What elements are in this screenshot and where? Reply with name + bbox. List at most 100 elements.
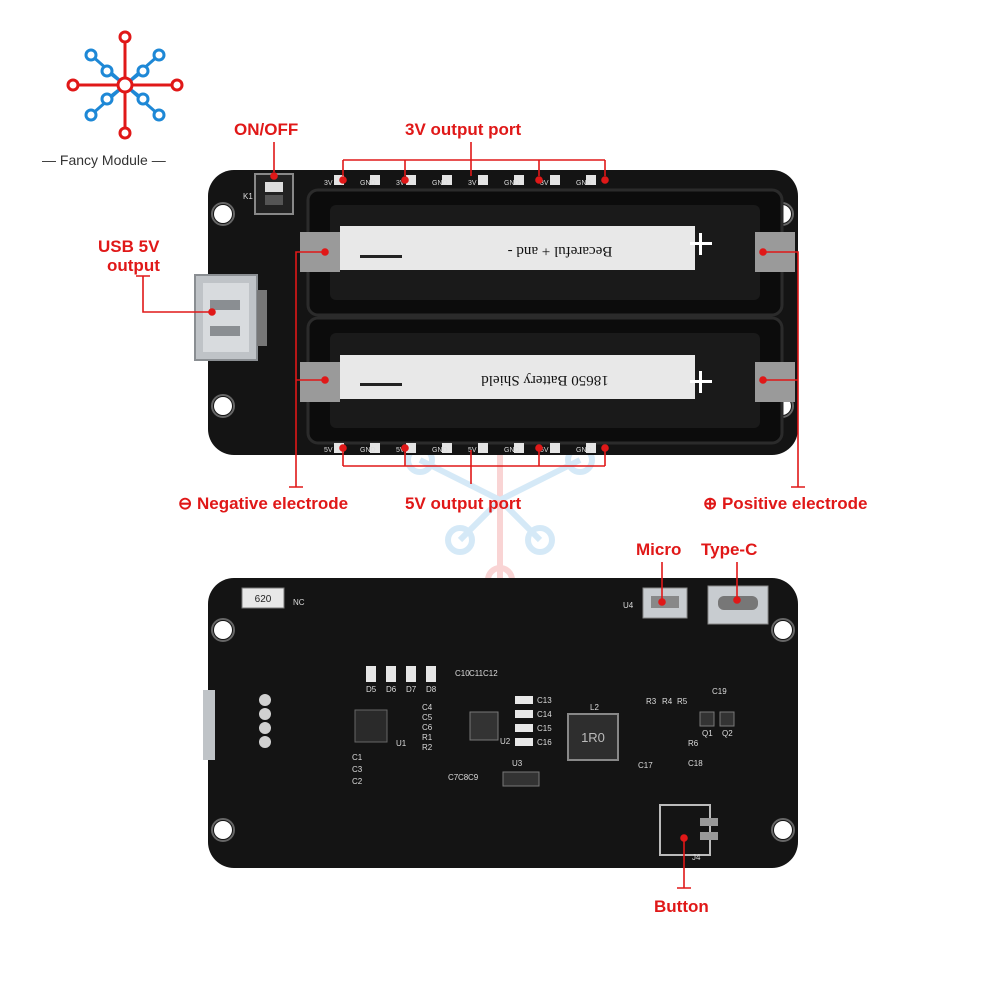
on-off-switch [254, 173, 294, 215]
silkscreen-label: C3 [352, 765, 363, 774]
header-pin [442, 175, 452, 185]
silkscreen-label: R6 [688, 739, 699, 748]
logo-node [84, 48, 98, 62]
silkscreen-label: C13 [537, 696, 552, 705]
logo-node [170, 78, 184, 92]
pin-label: 3V [540, 180, 549, 187]
resistor-code: 620 [255, 594, 272, 605]
silkscreen-label: C12 [483, 669, 498, 678]
watermark-trace [497, 497, 543, 543]
silkscreen-label: U1 [396, 739, 407, 748]
silkscreen-label: C2 [352, 777, 363, 786]
logo-node [100, 92, 114, 106]
silkscreen-label: R5 [677, 697, 688, 706]
silkscreen-label: U3 [512, 759, 523, 768]
inductor-l2: 1R0 [567, 713, 619, 761]
silkscreen-label: Q1 [702, 729, 713, 738]
logo-node [136, 92, 150, 106]
silkscreen-label: L2 [590, 703, 599, 712]
silkscreen-label: C9 [468, 773, 479, 782]
battery-shield-bottom-board: 620 1R0 [203, 578, 798, 868]
callout-negative-electrode: ⊖ Negative electrode [178, 494, 349, 513]
pin-label: GND [504, 180, 520, 187]
header-pin [442, 443, 452, 453]
callout-positive-electrode: ⊕ Positive electrode [703, 494, 868, 513]
callout-micro: Micro [636, 540, 682, 559]
header-pin [406, 175, 416, 185]
header-pin [370, 175, 380, 185]
pin-label: 5V [396, 447, 405, 454]
logo-node [66, 78, 80, 92]
silkscreen-label: C17 [638, 761, 653, 770]
pin-label: 5V [468, 447, 477, 454]
battery-holder-2 [300, 316, 795, 445]
logo-node [118, 126, 132, 140]
silkscreen-label: C10 [455, 669, 470, 678]
type-c-port [707, 585, 769, 625]
callout-on-off: ON/OFF [234, 120, 299, 139]
svg-text:1R0: 1R0 [581, 730, 605, 745]
logo-node [84, 108, 98, 122]
silkscreen-label: Q2 [722, 729, 733, 738]
header-pin [334, 175, 344, 185]
silkscreen-label: C8 [458, 773, 469, 782]
callout-usb-5v-line1: USB 5V [98, 237, 160, 256]
pin-label: 5V [540, 447, 549, 454]
silkscreen-label: C16 [537, 738, 552, 747]
holder-text-2: 18650 Battery Shield [481, 372, 609, 388]
silkscreen-label: NC [293, 598, 305, 607]
watermark-trace [457, 497, 503, 543]
silkscreen-label: D7 [406, 685, 417, 694]
pin-label: GND [432, 180, 448, 187]
callout-usb-5v-line2: output [107, 256, 160, 275]
callout-5v-output-port: 5V output port [405, 494, 522, 513]
silkscreen-label: R4 [662, 697, 673, 706]
pin-label: 3V [468, 180, 477, 187]
pin-label: 5V [324, 447, 333, 454]
holder-text-1: Becareful + and - [508, 243, 613, 259]
usb-a-port [194, 274, 267, 361]
pin-label: GND [360, 180, 376, 187]
callout-3v-output-port: 3V output port [405, 120, 522, 139]
silkscreen-label: D5 [366, 685, 377, 694]
silkscreen-label: U2 [500, 737, 511, 746]
callout-type-c: Type-C [701, 540, 758, 559]
logo-node [100, 64, 114, 78]
silkscreen-label: C19 [712, 687, 727, 696]
silkscreen-label: R3 [646, 697, 657, 706]
header-pin [514, 175, 524, 185]
silkscreen-label: C18 [688, 759, 703, 768]
header-pin [514, 443, 524, 453]
silkscreen-label: C15 [537, 724, 552, 733]
header-pin [586, 175, 596, 185]
silkscreen-label: C11 [469, 669, 484, 678]
brand-name: — Fancy Module — [42, 152, 166, 168]
header-pin [478, 443, 488, 453]
pin-label: GND [360, 447, 376, 454]
silkscreen-label: R1 [422, 733, 433, 742]
silkscreen-label: C14 [537, 710, 552, 719]
header-pin [550, 443, 560, 453]
silkscreen-label: C1 [352, 753, 363, 762]
silkscreen-label: J4 [692, 853, 701, 862]
brand-logo-icon [66, 30, 184, 140]
silkscreen-label: D8 [426, 685, 437, 694]
watermark-node [525, 525, 555, 555]
silkscreen-label: C7 [448, 773, 459, 782]
pin-label: 3V [324, 180, 333, 187]
push-button [659, 804, 718, 856]
callout-lines [136, 142, 805, 889]
pin-label: GND [576, 180, 592, 187]
logo-center [116, 76, 134, 94]
callout-button: Button [654, 897, 709, 916]
silkscreen-label: R2 [422, 743, 433, 752]
pin-label: GND [432, 447, 448, 454]
logo-node [152, 48, 166, 62]
battery-shield-top-board: Becareful + and - 18650 Battery Shield 3… [194, 170, 798, 455]
silkscreen-label: U4 [623, 601, 634, 610]
pin-label: GND [504, 447, 520, 454]
header-pin [550, 175, 560, 185]
header-pin [406, 443, 416, 453]
